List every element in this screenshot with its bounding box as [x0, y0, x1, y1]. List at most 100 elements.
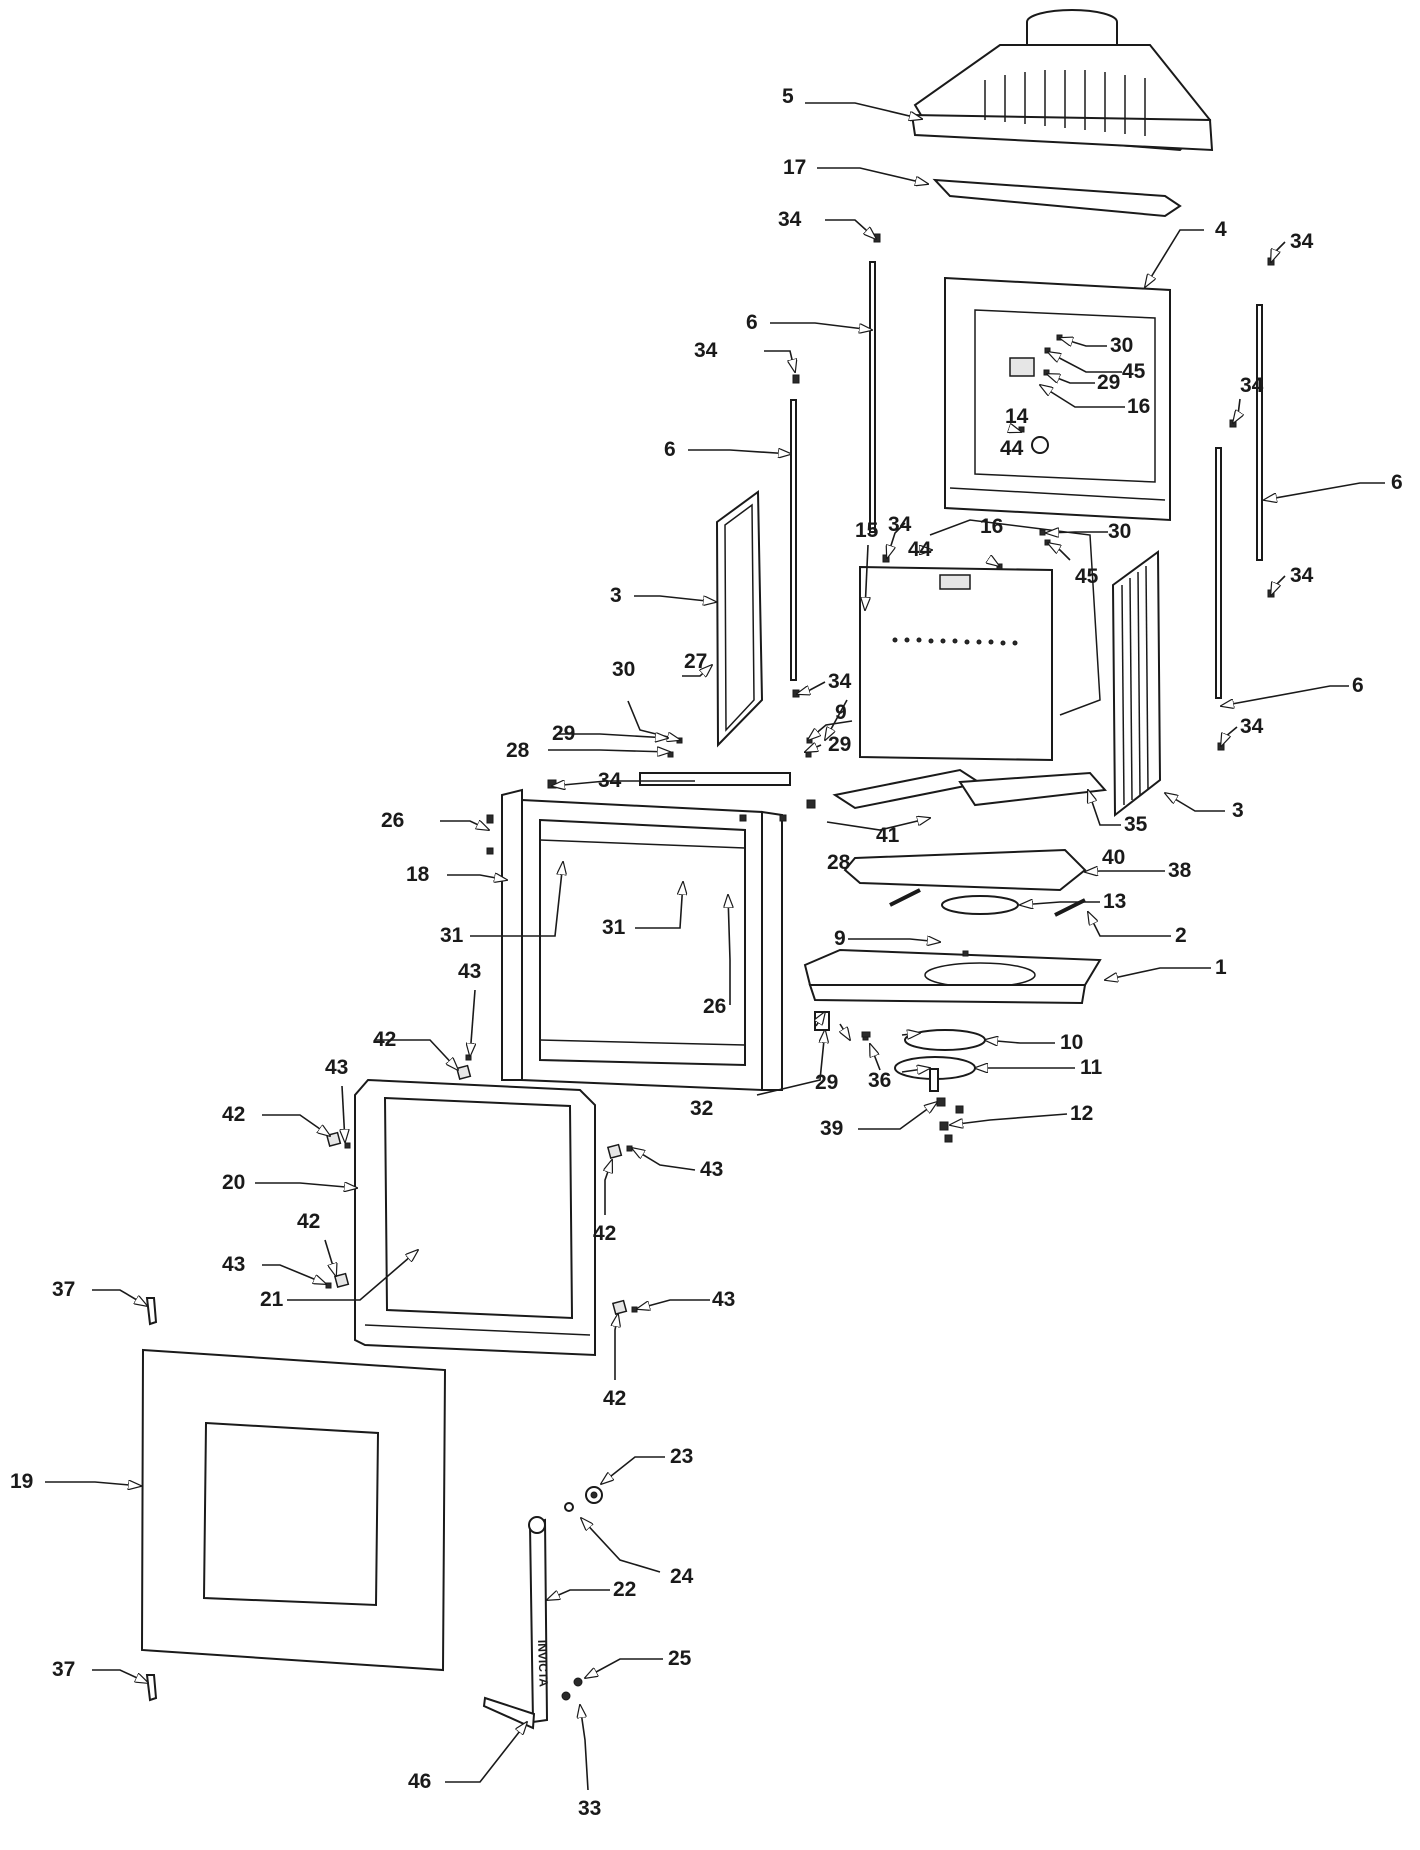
label-34-b: 34 [1290, 230, 1314, 253]
label-35: 35 [1124, 813, 1148, 836]
label-16-b: 16 [980, 515, 1003, 538]
leader-lines [45, 102, 1385, 1791]
label-25: 25 [668, 1647, 692, 1670]
label-46: 46 [408, 1770, 431, 1793]
label-1: 1 [1215, 956, 1227, 979]
part-5-smoke-hood [910, 9, 1214, 152]
label-24: 24 [670, 1565, 694, 1588]
label-29-b: 29 [552, 722, 575, 745]
label-6-d: 6 [1352, 674, 1364, 697]
label-34-d: 34 [1240, 374, 1264, 397]
label-15: 15 [855, 519, 879, 542]
label-9-b: 9 [834, 927, 846, 950]
label-11: 11 [1080, 1056, 1103, 1079]
label-16-a: 16 [1127, 395, 1150, 418]
label-45-b: 45 [1075, 565, 1099, 588]
label-29-a: 29 [1097, 371, 1120, 394]
small-washers [561, 1486, 603, 1701]
label-42-d: 42 [593, 1222, 616, 1245]
label-12: 12 [1070, 1102, 1093, 1125]
label-14: 14 [1005, 405, 1029, 428]
label-39: 39 [820, 1117, 843, 1140]
part-22-handle: INVICTA [482, 1516, 551, 1730]
label-43-c: 43 [222, 1253, 245, 1276]
label-41: 41 [876, 824, 900, 847]
label-2: 2 [1175, 924, 1187, 947]
part-3-side-panels [715, 490, 1162, 818]
label-19: 19 [10, 1470, 33, 1493]
label-34-g: 34 [888, 513, 912, 536]
label-34-c: 34 [694, 339, 718, 362]
label-23: 23 [670, 1445, 693, 1468]
label-21: 21 [260, 1288, 284, 1311]
label-31-a: 31 [440, 924, 464, 947]
label-44-a: 44 [1000, 437, 1024, 460]
label-13: 13 [1103, 890, 1126, 913]
brand-text: INVICTA [535, 1640, 551, 1688]
label-34-h: 34 [828, 670, 852, 693]
label-18: 18 [406, 863, 430, 886]
part-37-clip-lower [145, 1674, 158, 1702]
label-32: 32 [690, 1097, 713, 1120]
label-44-b: 44 [908, 538, 932, 561]
part-37-clip-upper [145, 1297, 158, 1326]
part-14-15-baffle [859, 519, 1101, 762]
label-37-b: 37 [52, 1658, 75, 1681]
label-43-a: 43 [458, 960, 481, 983]
part-38-ash-pan [843, 848, 1087, 892]
part-number-labels: 5 17 4 34 34 6 34 6 6 6 34 34 34 3 3 34 … [10, 85, 1403, 1820]
part-19-front-panel [140, 1348, 447, 1672]
label-43-d: 43 [700, 1158, 723, 1181]
label-6-c: 6 [1391, 471, 1403, 494]
label-42-c: 42 [297, 1210, 320, 1233]
label-4: 4 [1215, 218, 1227, 241]
label-42-a: 42 [373, 1028, 396, 1051]
part-35-grates [832, 768, 1108, 810]
label-26-a: 26 [381, 809, 404, 832]
label-34-f: 34 [1240, 715, 1264, 738]
label-33: 33 [578, 1797, 601, 1820]
label-30-b: 30 [1108, 520, 1131, 543]
part-18-frame [501, 788, 783, 1092]
label-28-b: 28 [827, 851, 851, 874]
label-30-c: 30 [612, 658, 635, 681]
label-3-a: 3 [610, 584, 622, 607]
label-6-a: 6 [746, 311, 758, 334]
part-13-disc [941, 895, 1019, 915]
label-31-b: 31 [602, 916, 626, 939]
part-27-bracket [639, 772, 791, 786]
label-42-b: 42 [222, 1103, 245, 1126]
label-29-c: 29 [828, 733, 851, 756]
label-43-b: 43 [325, 1056, 348, 1079]
label-37-a: 37 [52, 1278, 75, 1301]
label-30-a: 30 [1110, 334, 1133, 357]
part-17-deflector [932, 178, 1182, 218]
label-43-e: 43 [712, 1288, 735, 1311]
label-9-a: 9 [835, 701, 847, 724]
part-1-base [803, 948, 1102, 1005]
label-22: 22 [613, 1578, 636, 1601]
part-4-back-plate [944, 276, 1171, 522]
label-27: 27 [684, 650, 707, 673]
label-40: 40 [1102, 846, 1125, 869]
label-34-e: 34 [1290, 564, 1314, 587]
label-3-b: 3 [1232, 799, 1244, 822]
label-45-a: 45 [1122, 360, 1146, 383]
label-26-b: 26 [703, 995, 726, 1018]
label-5: 5 [782, 85, 794, 108]
label-28-a: 28 [506, 739, 530, 762]
part-20-21-door [354, 1078, 596, 1357]
part-6-rods [790, 261, 1263, 699]
label-38: 38 [1168, 859, 1192, 882]
label-29-d: 29 [815, 1071, 838, 1094]
part-11-stem [929, 1068, 939, 1092]
label-42-e: 42 [603, 1387, 626, 1410]
label-34-a: 34 [778, 208, 802, 231]
label-10: 10 [1060, 1031, 1083, 1054]
label-36: 36 [868, 1069, 891, 1092]
label-6-b: 6 [664, 438, 676, 461]
label-34-frame: 34 [598, 769, 622, 792]
label-20: 20 [222, 1171, 245, 1194]
label-17: 17 [783, 156, 806, 179]
